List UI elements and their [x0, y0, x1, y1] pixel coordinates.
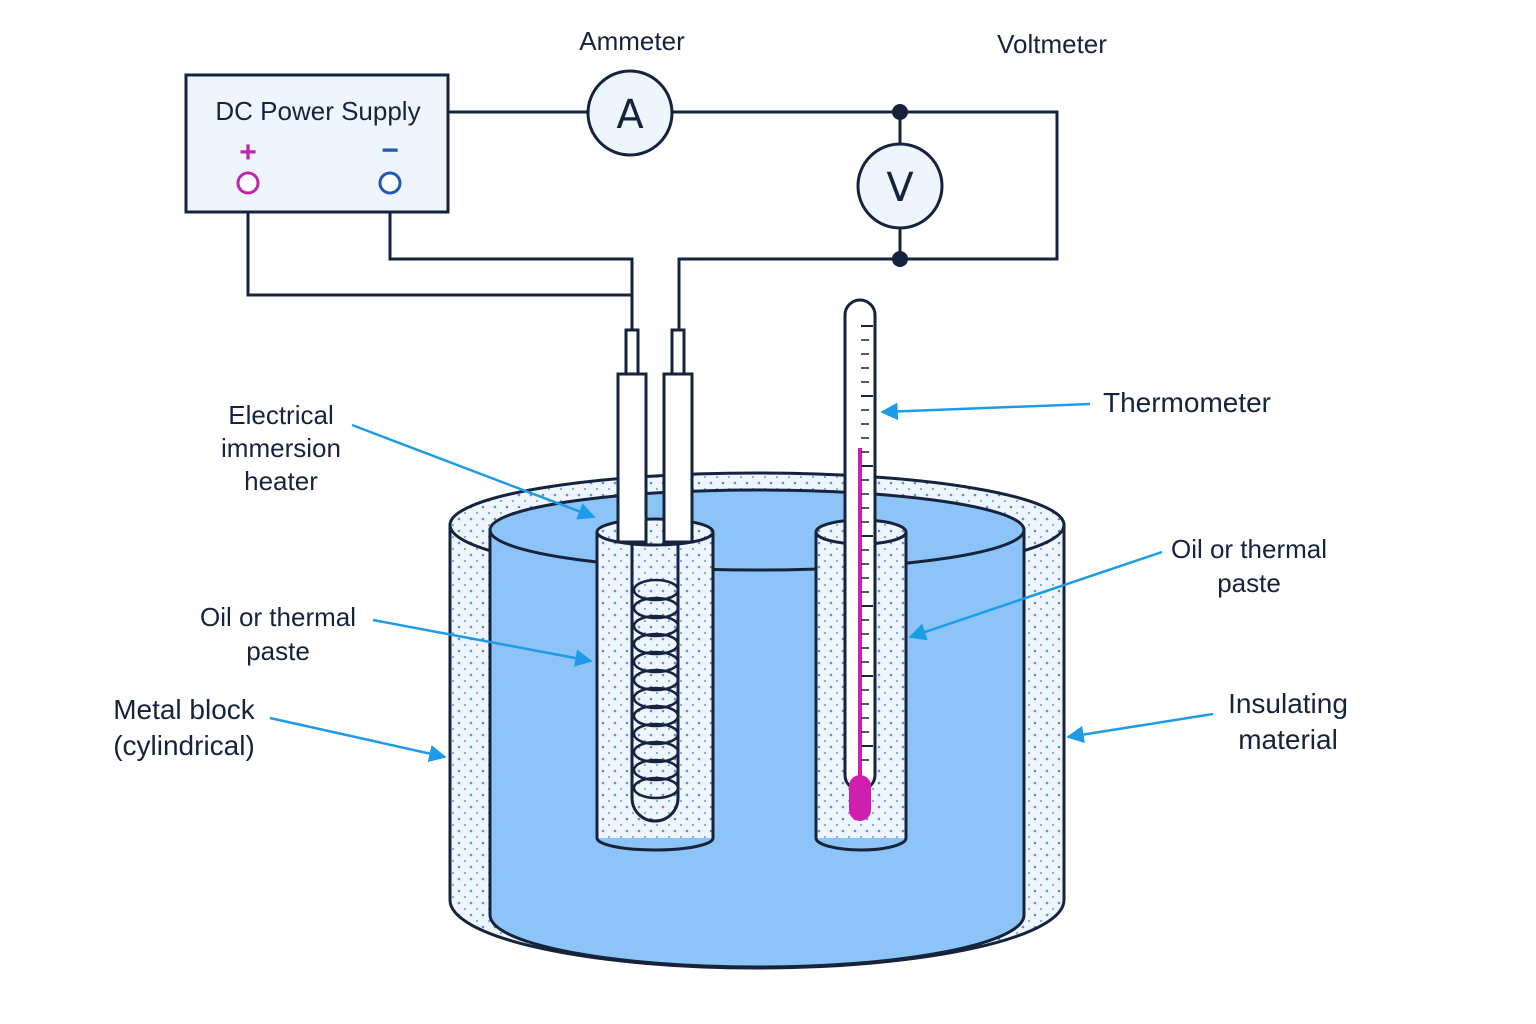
coil-loop	[632, 704, 680, 728]
coil-loop	[632, 722, 680, 746]
positive-symbol: +	[239, 136, 257, 169]
negative-terminal	[378, 171, 402, 195]
coil-loop	[632, 650, 680, 674]
heater-hole	[595, 517, 715, 852]
oil-left-line2: paste	[246, 636, 310, 666]
thermometer-scale	[861, 325, 873, 761]
immersion-heater	[616, 328, 694, 823]
negative-symbol: −	[381, 134, 399, 167]
label-thermometer: Thermometer	[880, 387, 1271, 421]
metal-block	[488, 488, 1026, 969]
label-oil-right: Oil or thermal paste	[908, 534, 1327, 641]
thermometer-label: Thermometer	[1103, 387, 1271, 418]
junction-top	[892, 104, 908, 120]
coil-loop	[632, 740, 680, 764]
voltmeter-symbol: V	[886, 165, 914, 211]
ammeter: A Ammeter	[579, 26, 685, 157]
coil-loop	[632, 578, 680, 602]
insulation-line2: material	[1238, 724, 1338, 755]
heater-label-line1: Electrical	[228, 400, 333, 430]
coil-loop	[632, 668, 680, 692]
oil-right-line2: paste	[1217, 568, 1281, 598]
heater-coil	[632, 578, 680, 800]
voltmeter: V Voltmeter	[856, 29, 1107, 230]
coil-loop	[632, 632, 680, 656]
coil-loop	[632, 686, 680, 710]
thermometer	[843, 298, 877, 821]
oil-right-line1: Oil or thermal	[1171, 534, 1327, 564]
junction-bottom	[892, 251, 908, 267]
label-metal-block: Metal block (cylindrical)	[113, 694, 447, 763]
coil-loop	[632, 596, 680, 620]
dc-power-supply: DC Power Supply + −	[184, 73, 450, 214]
metal-block-line1: Metal block	[113, 694, 256, 725]
metal-block-line2: (cylindrical)	[113, 730, 255, 761]
ammeter-label: Ammeter	[579, 26, 685, 56]
coil-loop	[632, 614, 680, 638]
label-insulation: Insulating material	[1066, 688, 1348, 755]
heater-label-line2: immersion	[221, 433, 341, 463]
coil-loop	[632, 776, 680, 800]
circuit-wires	[246, 104, 1059, 330]
ammeter-symbol: A	[616, 92, 644, 138]
heater-label-line3: heater	[244, 466, 318, 496]
power-supply-label: DC Power Supply	[215, 96, 420, 126]
insulation-line1: Insulating	[1228, 688, 1348, 719]
label-oil-left: Oil or thermal paste	[200, 602, 593, 667]
oil-left-line1: Oil or thermal	[200, 602, 356, 632]
positive-terminal	[236, 171, 260, 195]
coil-loop	[632, 758, 680, 782]
label-heater: Electrical immersion heater	[221, 400, 596, 520]
voltmeter-label: Voltmeter	[997, 29, 1107, 59]
